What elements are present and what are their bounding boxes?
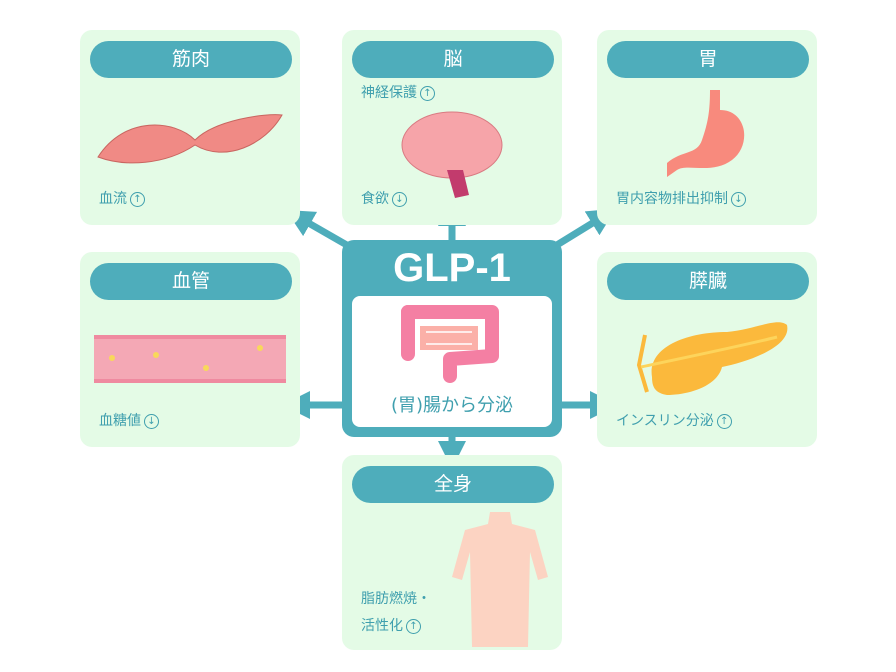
arrow-muscle [285,210,354,252]
title-stomach: 胃 [607,41,809,78]
title-pancreas: 膵臓 [607,263,809,300]
title-body: 全身 [352,466,554,503]
human-body-icon [452,512,548,647]
glp1-source-box: (胃)腸から分泌 [352,296,552,427]
up-arrow-icon: ↑ [716,414,732,429]
glp1-box: GLP-1 (胃)腸から分泌 [342,240,562,437]
effect-vessel: 血糖値 [99,413,141,429]
panel-vessel: 血管 血糖値↓ [80,252,300,447]
panel-brain: 脳 神経保護↑ 食欲↓ [342,30,562,225]
panel-body: 全身 脂肪燃焼・ 活性化↑ [342,455,562,650]
effect-pancreas: インスリン分泌 [616,413,714,429]
title-brain: 脳 [352,41,554,78]
effect-brain-1: 神経保護 [361,85,417,101]
down-arrow-icon: ↓ [731,192,746,207]
effect-stomach: 胃内容物排出抑制 [616,191,728,207]
panel-pancreas: 膵臓 インスリン分泌↑ [597,252,817,447]
down-arrow-icon: ↓ [392,192,407,207]
stomach-icon [667,90,745,177]
pancreas-icon [636,322,788,395]
blood-vessel-icon [94,335,286,383]
panel-muscle: 筋肉 血流↑ [80,30,300,225]
intestine-icon [401,305,499,383]
effect-muscle: 血流 [99,191,127,207]
effect-body-2: 活性化 [361,618,403,634]
title-vessel: 血管 [90,263,292,300]
title-muscle: 筋肉 [90,41,292,78]
brain-icon [401,111,503,198]
up-arrow-icon: ↑ [420,86,435,101]
up-arrow-icon: ↑ [130,192,145,207]
glp1-title: GLP-1 [393,246,511,290]
up-arrow-icon: ↑ [406,619,421,634]
down-arrow-icon: ↓ [144,414,159,429]
panel-stomach: 胃 胃内容物排出抑制↓ [597,30,817,225]
effect-brain-2: 食欲 [361,191,389,207]
glp1-source-text: (胃)腸から分泌 [390,395,514,416]
effect-body-1: 脂肪燃焼・ [361,591,431,607]
muscle-icon [97,114,283,164]
arrow-stomach [550,208,616,251]
